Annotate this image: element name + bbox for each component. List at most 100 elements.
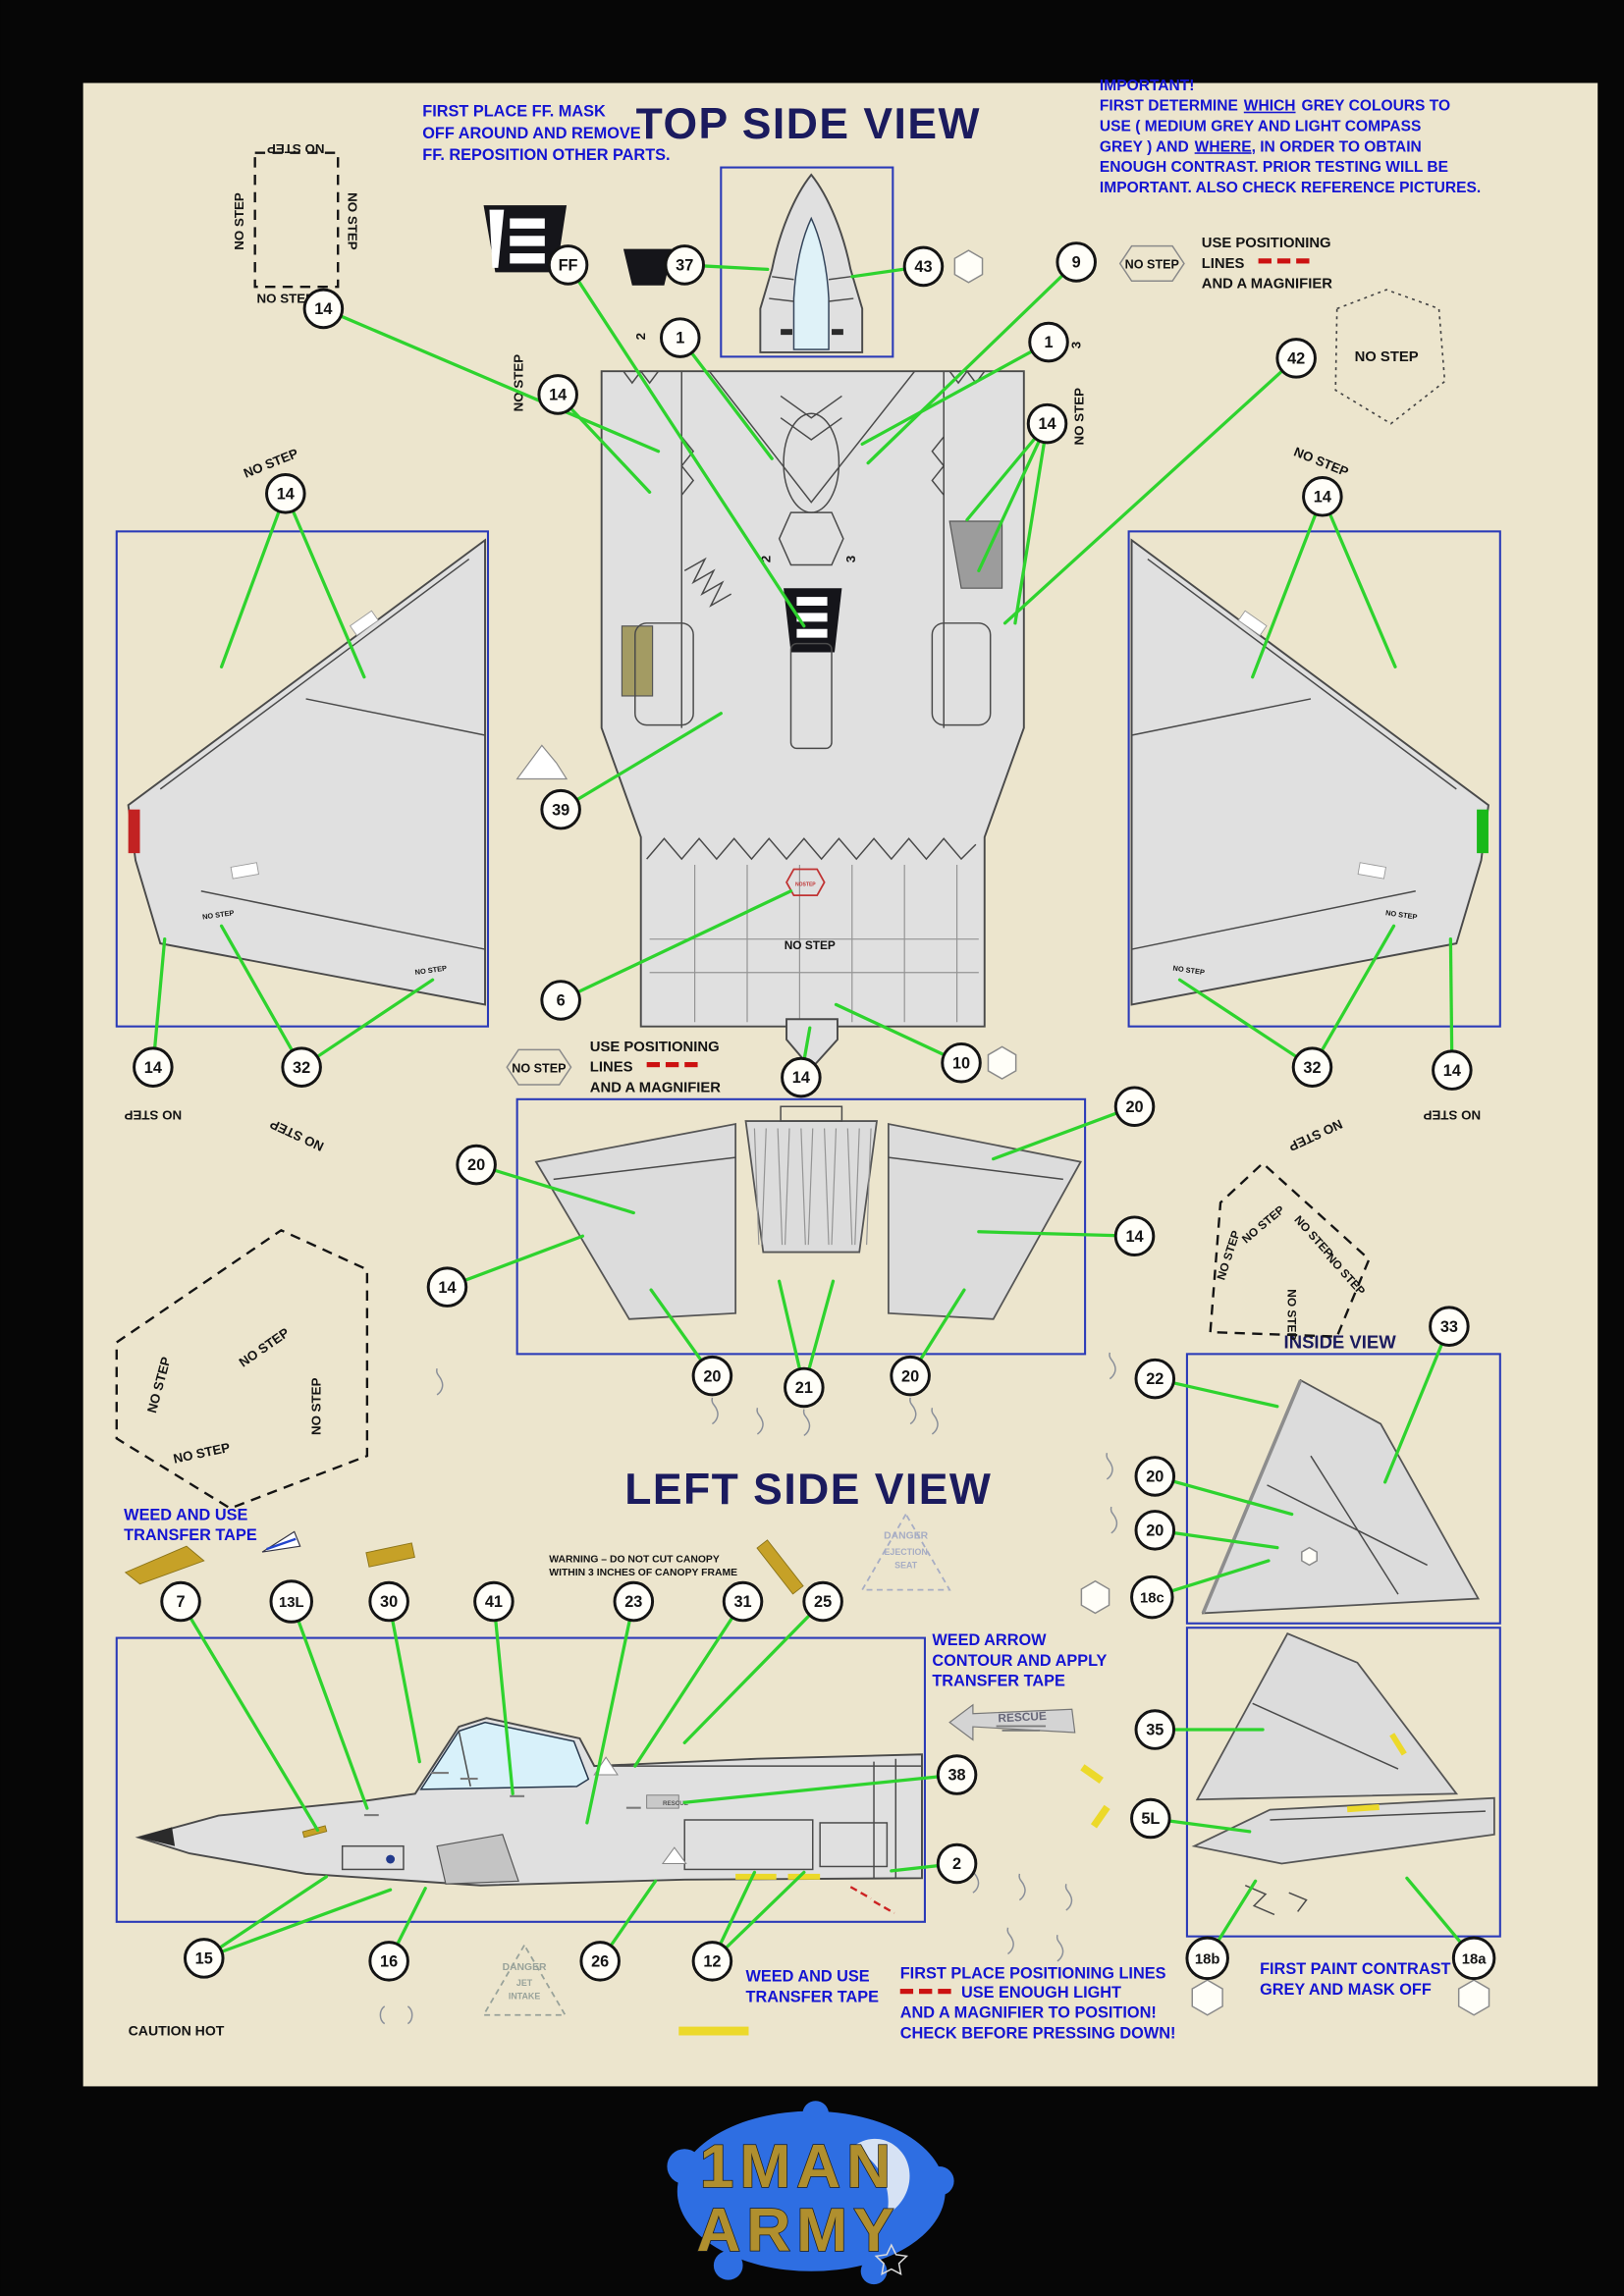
connector-line <box>566 263 806 628</box>
svg-text:TRANSFER TAPE: TRANSFER TAPE <box>746 1988 880 2005</box>
mountain-decal-icon <box>515 744 568 780</box>
danger-intake-decal: DANGER JET INTAKE <box>379 1943 568 2025</box>
callout-18c: 18c <box>1130 1575 1174 1620</box>
svg-text:OFF AROUND AND REMOVE: OFF AROUND AND REMOVE <box>422 125 641 142</box>
hexagon-marker <box>987 1045 1017 1080</box>
connector-line <box>1251 495 1325 679</box>
callout-14: 14 <box>1026 402 1068 445</box>
svg-text:14: 14 <box>438 1279 456 1297</box>
no-step-label: NO STEP <box>1355 349 1419 365</box>
callout-14: 14 <box>302 288 345 330</box>
svg-text:TRANSFER TAPE: TRANSFER TAPE <box>932 1673 1065 1690</box>
connector-line <box>977 421 1050 573</box>
no-step-label: NO STEP <box>414 964 448 977</box>
svg-text:5L: 5L <box>1141 1810 1160 1828</box>
callout-14: 14 <box>426 1266 468 1308</box>
connector-line <box>682 1599 825 1745</box>
red-dashed-marks <box>849 1886 895 1914</box>
svg-text:20: 20 <box>1146 1468 1164 1486</box>
svg-text:14: 14 <box>792 1069 810 1087</box>
svg-text:20: 20 <box>703 1367 721 1385</box>
no-step-label: NO STEP <box>202 908 236 921</box>
yellow-mark <box>1090 1804 1110 1829</box>
callout-1: 1 <box>1028 321 1069 363</box>
connector-line <box>710 1870 806 1963</box>
no-step-label: NO STEP <box>346 192 360 250</box>
svg-text:14: 14 <box>1038 415 1056 433</box>
callout-14: 14 <box>1302 476 1343 517</box>
connector-line <box>860 340 1051 447</box>
svg-text:6: 6 <box>557 992 566 1010</box>
connector-line <box>1310 924 1396 1069</box>
svg-text:22: 22 <box>1146 1370 1164 1388</box>
callout-35: 35 <box>1134 1709 1176 1750</box>
svg-text:CONTOUR AND APPLY: CONTOUR AND APPLY <box>932 1652 1107 1670</box>
hexagon-marker <box>1191 1979 1223 2016</box>
svg-text:43: 43 <box>914 258 932 276</box>
callout-31: 31 <box>722 1580 764 1623</box>
svg-text:20: 20 <box>467 1156 485 1174</box>
callout-32: 32 <box>1291 1046 1333 1088</box>
svg-text:WARNING – DO NOT CUT CANOPY: WARNING – DO NOT CUT CANOPY <box>549 1554 720 1565</box>
connector-line <box>387 1599 421 1764</box>
svg-text:LINES: LINES <box>1202 256 1245 272</box>
green-tip-marker <box>1477 809 1489 854</box>
svg-text:18b: 18b <box>1195 1952 1220 1968</box>
weed-transfer-note-top: WEED AND USE TRANSFER TAPE <box>124 1506 257 1544</box>
connector-line <box>1002 356 1298 625</box>
first-paint-note: FIRST PAINT CONTRAST GREY AND MASK OFF <box>1260 1960 1450 1999</box>
no-step-stamp <box>506 1048 572 1086</box>
callout-10: 10 <box>941 1041 982 1084</box>
connector-line <box>1153 1376 1279 1409</box>
callout-20: 20 <box>691 1355 733 1397</box>
connector-line <box>678 336 774 460</box>
svg-text:18a: 18a <box>1462 1952 1487 1968</box>
hexagon-marker <box>1080 1579 1110 1615</box>
svg-text:EJECTION: EJECTION <box>884 1547 927 1557</box>
callout-20: 20 <box>890 1355 931 1397</box>
callout-14: 14 <box>537 374 578 415</box>
svg-text:10: 10 <box>952 1054 970 1072</box>
svg-text:FIRST PAINT CONTRAST: FIRST PAINT CONTRAST <box>1260 1960 1450 1978</box>
callout-33: 33 <box>1429 1306 1470 1347</box>
svg-text:FF: FF <box>559 257 578 275</box>
callout-38: 38 <box>936 1754 978 1795</box>
connector-line <box>559 712 723 812</box>
no-step-label: NO STEP <box>1385 908 1419 921</box>
connector-line <box>585 1599 635 1825</box>
intake <box>436 1834 519 1885</box>
svg-text:14: 14 <box>144 1059 162 1077</box>
digit-label: 3 <box>1069 342 1084 348</box>
no-step-label: NO STEP <box>232 192 246 250</box>
connector-line <box>633 1599 745 1768</box>
callout-6: 6 <box>540 980 581 1021</box>
svg-text:14: 14 <box>314 300 332 318</box>
callout-21: 21 <box>784 1366 825 1409</box>
connector-line <box>202 1888 393 1960</box>
star-icon <box>874 2243 909 2275</box>
canopy-warning-note: WARNING – DO NOT CUT CANOPY WITHIN 3 INC… <box>549 1554 737 1577</box>
connector-line <box>474 1162 635 1215</box>
svg-text:23: 23 <box>624 1593 642 1611</box>
connector-line <box>1321 495 1397 668</box>
digit-label: 3 <box>843 556 858 562</box>
no-step-label: NO STEP <box>257 292 315 306</box>
svg-text:20: 20 <box>1125 1098 1143 1116</box>
logo-line1: 1MAN <box>700 2133 896 2201</box>
connector-line <box>556 393 652 494</box>
danger-ejection-decal: DANGER EJECTION SEAT <box>860 1512 951 1591</box>
logo-line2: ARMY <box>696 2197 899 2265</box>
callout-22: 22 <box>1134 1358 1176 1400</box>
svg-text:GREY AND MASK OFF: GREY AND MASK OFF <box>1260 1981 1432 1999</box>
svg-text:USE POSITIONING: USE POSITIONING <box>1202 236 1331 251</box>
side-view: RESCUE <box>115 1636 926 1923</box>
callout-7: 7 <box>160 1580 201 1623</box>
svg-text:FF. REPOSITION OTHER PARTS.: FF. REPOSITION OTHER PARTS. <box>422 146 670 164</box>
svg-text:1: 1 <box>1044 334 1053 351</box>
connector-line <box>682 1773 959 1804</box>
svg-text:LINES: LINES <box>590 1060 633 1076</box>
connector-line <box>290 1599 369 1810</box>
